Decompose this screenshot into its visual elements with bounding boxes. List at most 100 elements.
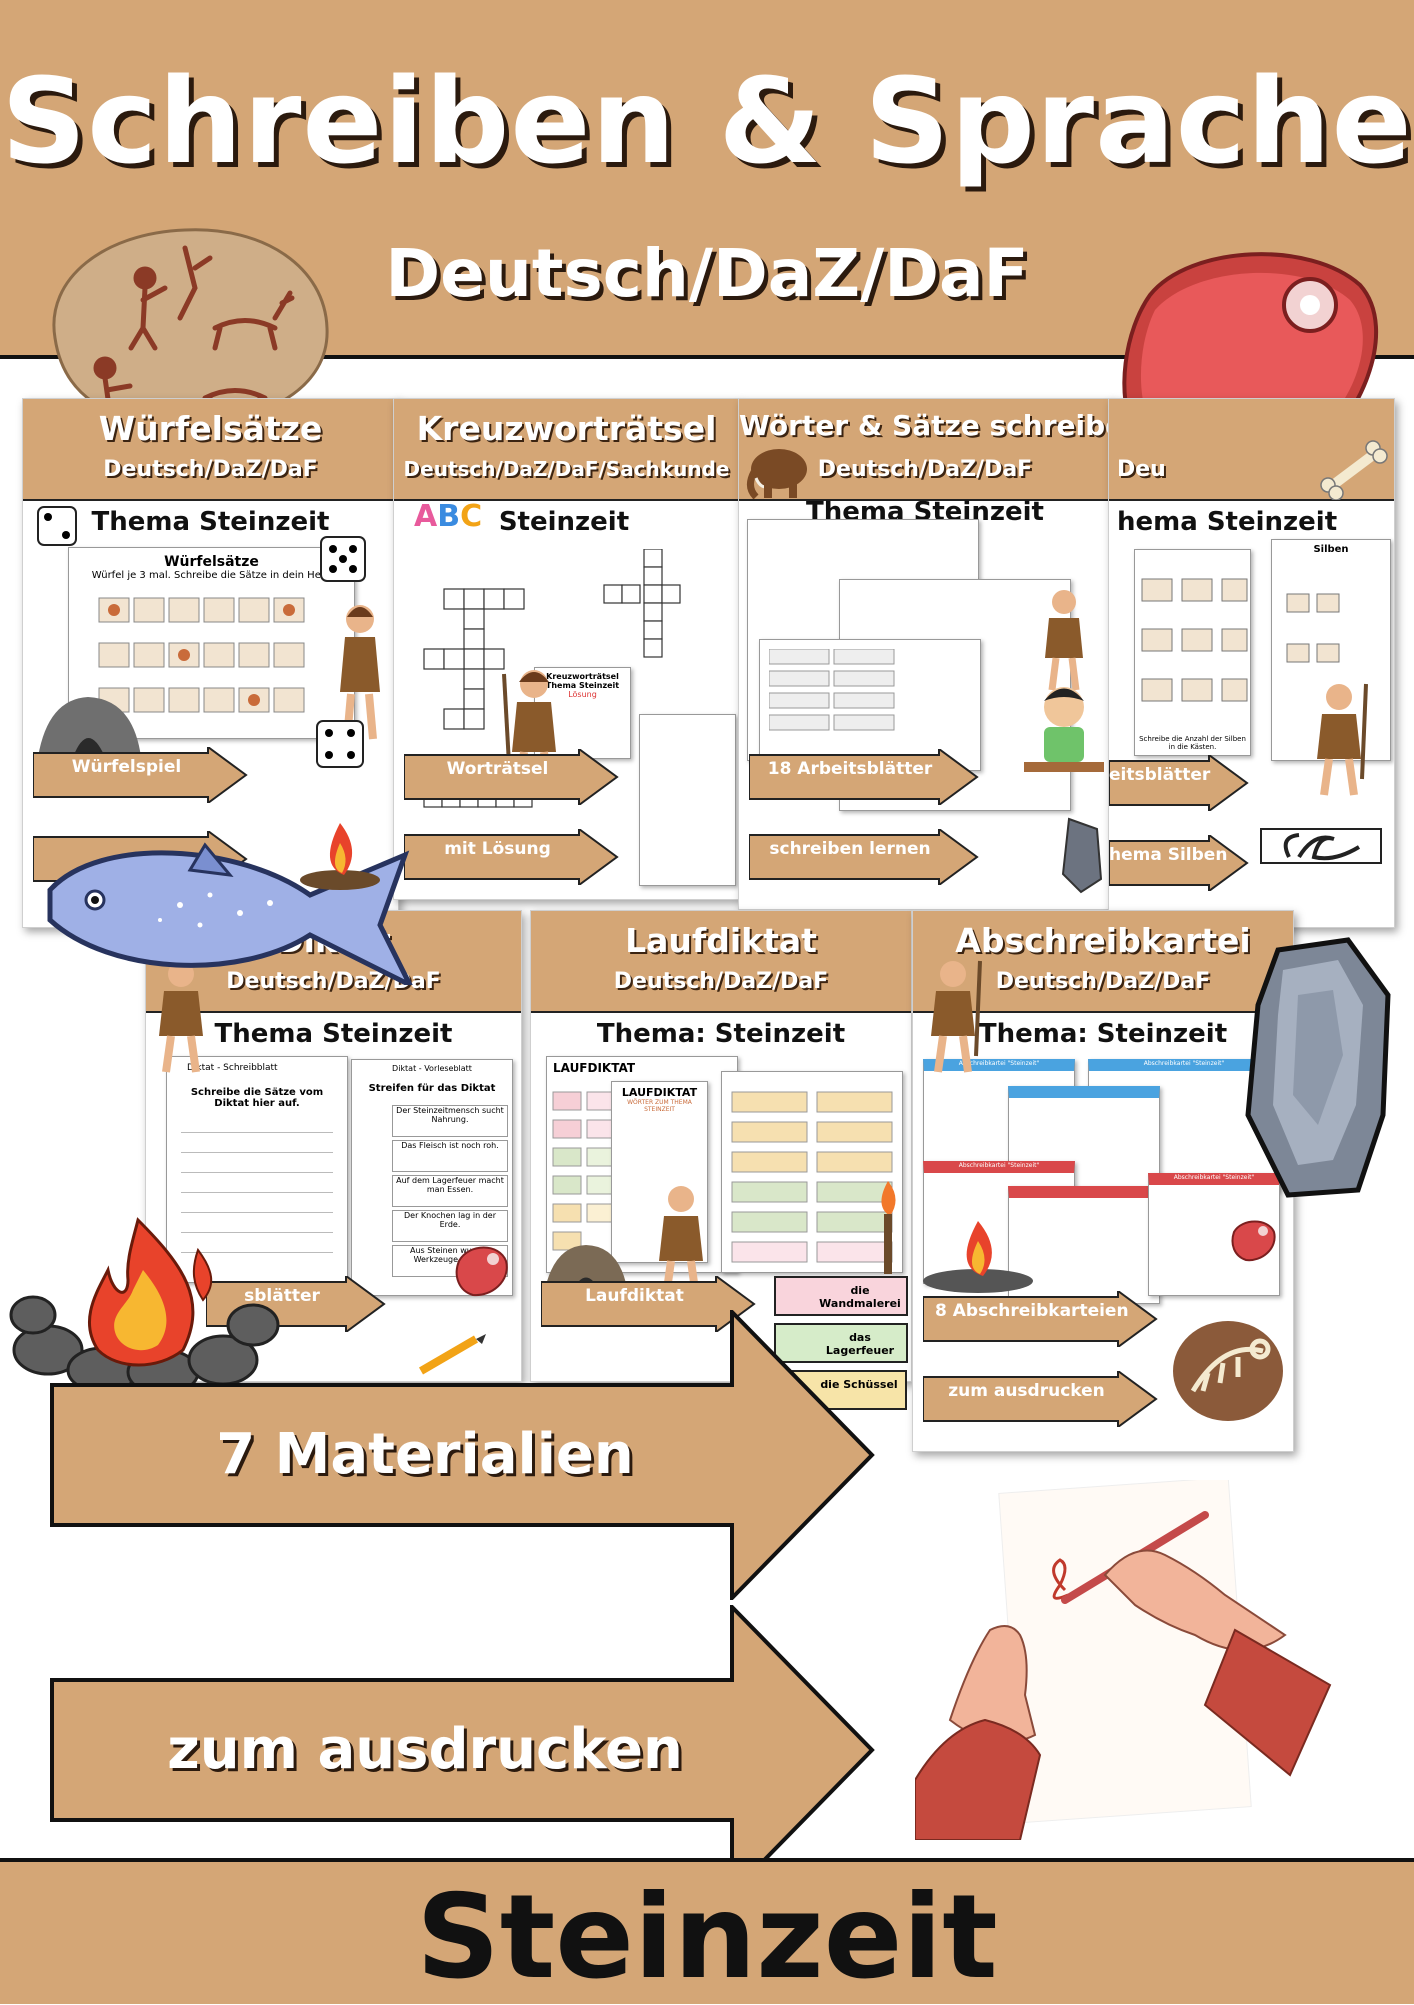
tag-arrow: Würfelspiel xyxy=(33,747,248,803)
meat-small-icon xyxy=(1231,1220,1276,1262)
syllable-boxes xyxy=(1141,578,1340,702)
card-header: Laufdiktat Deutsch/DaZ/DaF xyxy=(531,911,911,1013)
card-kreuzwortraetsel[interactable]: Kreuzworträtsel Deutsch/DaZ/DaF/Sachkund… xyxy=(393,398,740,900)
diktat-write-sheet: Diktat - Schreibblatt Schreibe die Sätze… xyxy=(166,1056,348,1283)
tag-arrow: mit Lösung xyxy=(404,829,619,885)
word-card-text: das Lagerfeuer xyxy=(825,1331,895,1357)
stone-icon xyxy=(1245,937,1391,1198)
caveman-icon xyxy=(1045,590,1083,691)
kartei-card-title: Abschreibkartei "Steinzeit" xyxy=(1143,1060,1225,1067)
sheet-title: LAUFDIKTAT xyxy=(621,1086,698,1099)
big-arrow-materialien xyxy=(50,1310,875,1600)
tag-label: zum ausdrucken xyxy=(948,1381,1105,1401)
strips-heading: Streifen für das Diktat xyxy=(368,1083,496,1094)
card-woerter-saetze[interactable]: Wörter & Sätze schreiben Deutsch/DaZ/DaF… xyxy=(738,398,1112,910)
footer-banner xyxy=(0,1858,1414,2004)
card-topic: Thema: Steinzeit xyxy=(978,1019,1228,1049)
card-header: Deu xyxy=(1109,399,1394,501)
crossword-solution-sheet xyxy=(639,714,736,886)
footer-title: Steinzeit xyxy=(416,1870,998,2005)
tag-label: schreiben lernen xyxy=(769,839,931,859)
caveman-icon xyxy=(1317,683,1368,796)
strips-title: Diktat - Vorleseblatt xyxy=(392,1064,472,1073)
card-topic: Steinzeit xyxy=(498,507,630,537)
strip-row: Der Knochen lag in der Erde. xyxy=(392,1210,508,1242)
stone-icon xyxy=(1061,817,1103,894)
dice-icon xyxy=(37,506,77,546)
sheet-title: Würfelsätze xyxy=(164,554,259,570)
dice-icon xyxy=(316,720,364,768)
hand-writing-icon xyxy=(915,1480,1332,1840)
card-header: Wörter & Sätze schreiben Deutsch/DaZ/DaF xyxy=(739,399,1111,501)
dice-icon xyxy=(320,536,366,582)
tag-arrow: hema Silben xyxy=(1109,835,1249,891)
sheet-title: Silben xyxy=(1313,544,1349,555)
cave-painting-rock-icon xyxy=(52,228,329,426)
card-header: Kreuzworträtsel Deutsch/DaZ/DaF/Sachkund… xyxy=(394,399,739,501)
fish-icon xyxy=(47,842,413,985)
card-silben[interactable]: Deu hema Steinzeit Schreibe die Anzahl d… xyxy=(1108,398,1395,928)
card-subtitle: Deutsch/DaZ/DaF xyxy=(103,457,318,482)
word-card: die Wandmalerei xyxy=(774,1276,908,1316)
card-diktat[interactable]: Diktat Deutsch/DaZ/DaF Thema Steinzeit D… xyxy=(145,910,522,1382)
strip-row: Der Steinzeitmensch sucht Nahrung. xyxy=(392,1105,508,1137)
card-title: Wörter & Sätze schreiben xyxy=(739,409,1112,442)
laufdiktat-word-sheet xyxy=(721,1071,903,1273)
sheet-text: Schreibe die Sätze vom Diktat hier auf. xyxy=(190,1087,324,1109)
tag-label: hema Silben xyxy=(1109,845,1228,865)
kartei-card-red xyxy=(1008,1186,1160,1304)
campfire-icon xyxy=(300,823,380,890)
sheet-title: Kreuzworträtsel Thema Steinzeit xyxy=(545,672,620,690)
bone-icon xyxy=(1320,440,1388,500)
sheet-text: Lösung xyxy=(568,690,597,699)
sheet-text: Würfel je 3 mal. Schreibe die Sätze in d… xyxy=(91,570,332,581)
torch-icon xyxy=(881,1181,896,1274)
tag-label: Worträtsel xyxy=(446,759,549,779)
card-laufdiktat[interactable]: Laufdiktat Deutsch/DaZ/DaF Thema: Steinz… xyxy=(530,910,912,1382)
card-title: Abschreibkartei xyxy=(955,921,1251,960)
card-header: Würfelsätze Deutsch/DaZ/DaF xyxy=(23,399,398,501)
card-subtitle: Deutsch/DaZ/DaF xyxy=(995,969,1211,994)
word-card-text: die Wandmalerei xyxy=(819,1284,901,1310)
tag-label: Würfelspiel xyxy=(71,757,182,777)
card-wuerfelsaetze[interactable]: Würfelsätze Deutsch/DaZ/DaF Thema Steinz… xyxy=(22,398,399,928)
tag-label: sblätter xyxy=(244,1286,320,1306)
card-abschreibkartei[interactable]: Abschreibkartei Deutsch/DaZ/DaF Thema: S… xyxy=(912,910,1294,1452)
tag-arrow: Worträtsel xyxy=(404,749,619,805)
tag-label: 18 Arbeitsblätter xyxy=(767,759,933,779)
campfire-icon xyxy=(923,1221,1033,1293)
card-title: Laufdiktat xyxy=(625,921,817,960)
strip-row: Aus Steinen wurden Werkzeuge herg... xyxy=(392,1245,508,1277)
tag-arrow: 18 Arbeitsblätter xyxy=(749,749,979,805)
word-card-text: die Schüssel xyxy=(820,1378,898,1391)
main-title: Schreiben & Sprache xyxy=(1,52,1413,190)
tag-label: mit Lösung xyxy=(444,839,551,859)
card-topic: hema Steinzeit xyxy=(1117,507,1338,537)
table-grid xyxy=(769,649,895,731)
tag-arrow: eitsblätter xyxy=(1109,755,1249,811)
tag-arrow: 8 Abschreibkarteien xyxy=(923,1291,1158,1347)
card-topic: Thema Steinzeit xyxy=(91,507,330,537)
strip-row: Auf dem Lagerfeuer macht man Essen. xyxy=(392,1175,508,1207)
boy-writing-icon xyxy=(1024,687,1104,772)
tag-arrow: schreiben lernen xyxy=(749,829,979,885)
pencil-icon xyxy=(418,1334,486,1375)
big-arrow-ausdrucken xyxy=(50,1605,875,1895)
tag-label: 8 Abschreibkarteien xyxy=(935,1301,1129,1321)
swoop-writing-icon xyxy=(1260,828,1382,864)
materialien-label: 7 Materialien xyxy=(216,1422,634,1487)
sheet-title: Diktat - Schreibblatt xyxy=(187,1063,278,1073)
ausdrucken-label: zum ausdrucken xyxy=(167,1717,683,1782)
card-topic: Thema: Steinzeit xyxy=(596,1019,846,1049)
card-subtitle: Deutsch/DaZ/DaF xyxy=(613,969,829,994)
card-header: Abschreibkartei Deutsch/DaZ/DaF xyxy=(913,911,1293,1013)
meat-small-icon xyxy=(455,1246,508,1297)
strip-row: Das Fleisch ist noch roh. xyxy=(392,1140,508,1172)
campfire-icon xyxy=(9,1217,280,1395)
sheet-title: LAUFDIKTAT xyxy=(553,1061,636,1075)
mammoth-icon xyxy=(747,449,807,499)
card-title: Kreuzworträtsel xyxy=(416,409,717,448)
abc-icon: ABC xyxy=(414,499,483,534)
word-card: das Lagerfeuer xyxy=(774,1323,908,1363)
sheet-text: WÖRTER ZUM THEMA STEINZEIT xyxy=(627,1099,692,1113)
